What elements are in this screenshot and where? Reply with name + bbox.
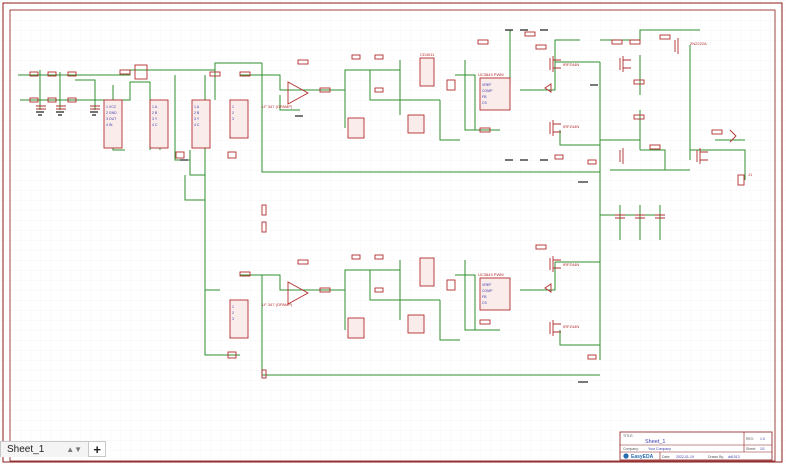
- svg-text:1: 1: [232, 105, 234, 109]
- svg-text:VREF: VREF: [482, 83, 491, 87]
- ic-bottom-main-label: UC3843 PWM: [478, 272, 504, 277]
- svg-text:3 Y: 3 Y: [152, 117, 158, 121]
- svg-text:VREF: VREF: [482, 283, 491, 287]
- connector-label: J1: [748, 172, 753, 177]
- svg-text:2: 2: [232, 311, 234, 315]
- svg-text:COMP: COMP: [482, 289, 493, 293]
- company-value: Your Company: [648, 447, 671, 451]
- drawn-label: Drawn By:: [708, 455, 724, 459]
- svg-text:4 C: 4 C: [152, 123, 158, 127]
- date-value: 2022-01-19: [676, 455, 694, 459]
- frame-inner: [9, 9, 776, 462]
- title-label: TITLE:: [623, 434, 634, 438]
- svg-text:1 A: 1 A: [152, 105, 158, 109]
- svg-text:3 OUT: 3 OUT: [106, 117, 117, 121]
- transistor-top-label: 2N2222A: [690, 41, 707, 46]
- svg-text:2 B: 2 B: [194, 111, 200, 115]
- brand-logo-text: EasyEDA: [631, 454, 654, 460]
- svg-text:CS: CS: [482, 101, 488, 105]
- svg-text:2: 2: [232, 111, 234, 115]
- svg-text:2 GND: 2 GND: [106, 111, 117, 115]
- svg-text:CS: CS: [482, 301, 488, 305]
- svg-text:3: 3: [232, 117, 234, 121]
- pin-texts: 1 VCC 2 GND 3 OUT 4 IN 1 A 2 B 3 Y 4 C 1 A 2 B 3…: [106, 83, 493, 321]
- mosfet-top-1-label: IRFZ44N: [563, 62, 579, 67]
- tab-sheet-1[interactable]: Sheet_1 ▲▼: [0, 441, 90, 457]
- rev-label: REV:: [746, 437, 754, 441]
- svg-text:3: 3: [232, 317, 234, 321]
- title-block: TITLE: Sheet_1 REV: 1.0 Company: Your Co…: [619, 431, 773, 461]
- frame-outer: [2, 2, 783, 463]
- svg-text:3 Y: 3 Y: [194, 117, 200, 121]
- company-label: Company:: [623, 447, 639, 451]
- svg-text:4 C: 4 C: [194, 123, 200, 127]
- tab-sheet-1-label: Sheet_1: [7, 444, 45, 455]
- svg-text:1 A: 1 A: [194, 105, 200, 109]
- opamp-top-label: LF 347 (OPAMP): [262, 104, 293, 109]
- svg-text:FB: FB: [482, 295, 487, 299]
- easyeda-logo-icon: [623, 453, 629, 459]
- drawn-value: dd1013: [728, 455, 740, 459]
- svg-text:2 B: 2 B: [152, 111, 158, 115]
- svg-text:1 VCC: 1 VCC: [106, 105, 117, 109]
- logic-ic-label: CD4011: [420, 52, 435, 57]
- rev-value: 1.0: [760, 437, 765, 441]
- opamp-bottom-label: LF 347 (OPAMP): [262, 302, 293, 307]
- components: [29, 31, 745, 379]
- chevron-up-down-icon[interactable]: ▲▼: [66, 445, 83, 454]
- sheet-tab-bar: Sheet_1 ▲▼ +: [0, 441, 107, 457]
- svg-text:FB: FB: [482, 95, 487, 99]
- ic-top-main-label: UC3843 PWM: [478, 72, 504, 77]
- title-value: Sheet_1: [645, 439, 666, 445]
- sheet-value: 1/1: [760, 447, 765, 451]
- mosfet-top-2-label: IRFZ44N: [563, 124, 579, 129]
- sheet-label: Sheet:: [746, 447, 756, 451]
- mosfet-bot-1-label: IRFZ44N: [563, 262, 579, 267]
- ground-symbols: [36, 29, 598, 383]
- svg-text:4 IN: 4 IN: [106, 123, 113, 127]
- date-label: Date:: [662, 455, 670, 459]
- add-sheet-button[interactable]: +: [89, 441, 107, 457]
- svg-text:COMP: COMP: [482, 89, 493, 93]
- svg-text:1: 1: [232, 305, 234, 309]
- mosfet-bot-2-label: IRFZ44N: [563, 324, 579, 329]
